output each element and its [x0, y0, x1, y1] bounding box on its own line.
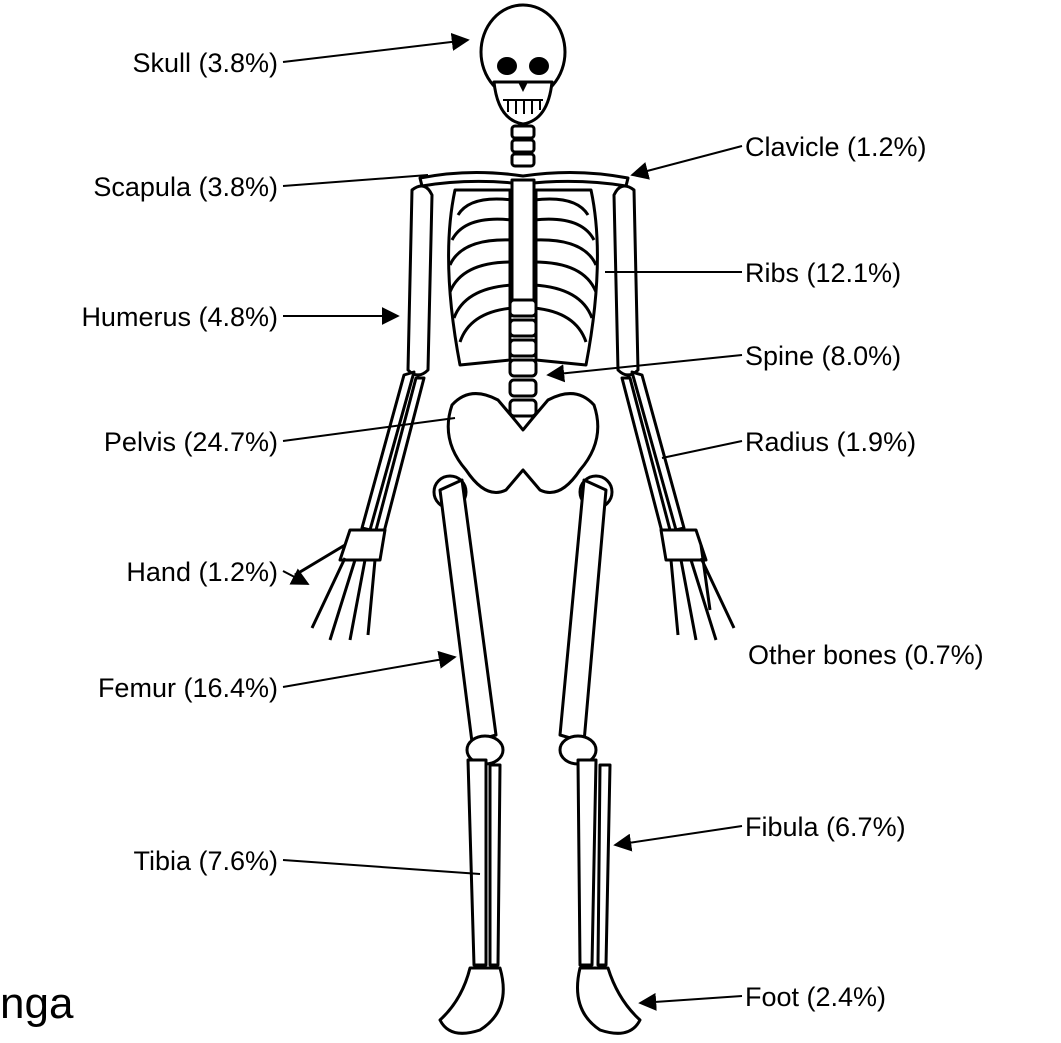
label-skull: Skull (3.8%) [132, 48, 278, 78]
label-clavicle: Clavicle (1.2%) [745, 132, 927, 162]
label-other-bones: Other bones (0.7%) [748, 640, 984, 670]
pelvis-leader [283, 418, 455, 441]
cut-off-text: nga [0, 979, 74, 1028]
skeleton-illustration [295, 5, 734, 1033]
clavicle-leader [632, 146, 742, 175]
right-arm-bones [614, 186, 734, 640]
neck-vertebrae [512, 126, 534, 166]
foot-leader [640, 996, 742, 1003]
label-spine: Spine (8.0%) [745, 341, 901, 371]
right-leg-bones [560, 476, 640, 1033]
skull-leader [283, 40, 468, 62]
spine-bone [510, 300, 536, 416]
label-scapula: Scapula (3.8%) [93, 172, 278, 202]
label-pelvis: Pelvis (24.7%) [104, 427, 278, 457]
tibia-leader [283, 860, 480, 874]
fibula-leader [615, 826, 742, 845]
label-ribs: Ribs (12.1%) [745, 258, 901, 288]
radius-leader [662, 441, 742, 458]
left-leg-bones [434, 476, 503, 1033]
label-hand: Hand (1.2%) [126, 557, 278, 587]
label-radius: Radius (1.9%) [745, 427, 916, 457]
left-arm-bones [295, 186, 432, 640]
hand-leader [283, 571, 308, 584]
label-foot: Foot (2.4%) [745, 982, 886, 1012]
femur-leader [283, 657, 455, 687]
label-humerus: Humerus (4.8%) [81, 302, 278, 332]
label-tibia: Tibia (7.6%) [133, 846, 278, 876]
label-fibula: Fibula (6.7%) [745, 812, 906, 842]
scapula-leader [283, 175, 428, 186]
skull-bone [481, 5, 565, 124]
label-femur: Femur (16.4%) [98, 673, 278, 703]
